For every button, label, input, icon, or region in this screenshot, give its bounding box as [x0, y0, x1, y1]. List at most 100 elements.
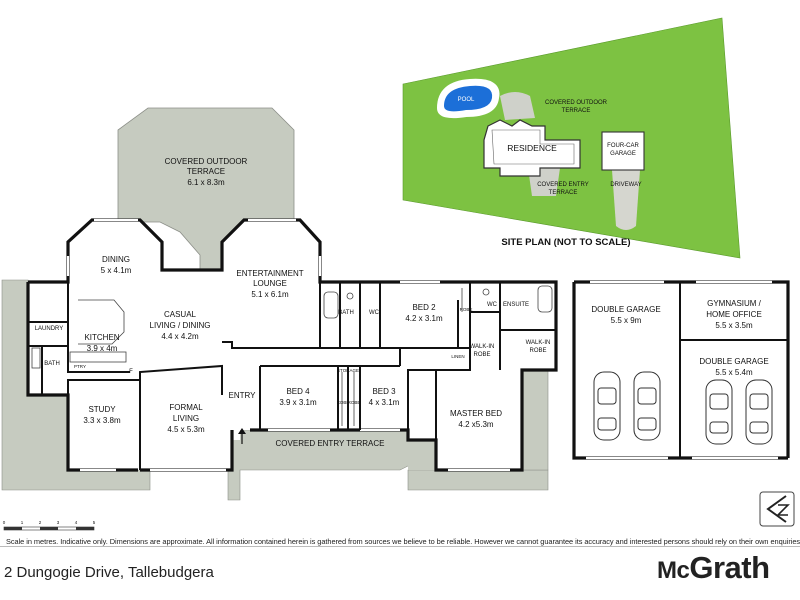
room-bed4-name: BED 4	[286, 387, 310, 396]
site-residence	[483, 119, 581, 177]
scale-tick-2: 2	[39, 520, 42, 525]
wc-fixture-right	[482, 288, 490, 296]
scale-tick-4: 4	[75, 520, 78, 525]
site-driveway	[612, 170, 640, 230]
room-lounge-name-2: LOUNGE	[253, 279, 287, 288]
room-cot-dims: 6.1 x 8.3m	[187, 178, 225, 187]
entry-arrow-icon	[238, 428, 246, 444]
room-bed4-dims: 3.9 x 3.1m	[279, 398, 317, 407]
site-garage-label-2: GARAGE	[610, 151, 636, 157]
room-cot-name-1: COVERED OUTDOOR	[165, 157, 248, 166]
room-gym-name-1: GYMNASIUM /	[707, 299, 762, 308]
wc-fixture-mid	[346, 292, 354, 300]
room-bed2-dims: 4.2 x 3.1m	[405, 314, 443, 323]
room-casual-dims: 4.4 x 4.2m	[161, 332, 199, 341]
room-lounge-dims: 5.1 x 6.1m	[251, 290, 289, 299]
room-walkin-1-name-1: WALK-IN	[470, 344, 495, 350]
room-bath-mid-name: BATH	[338, 310, 354, 316]
room-garage2-dims: 5.5 x 5.4m	[715, 368, 753, 377]
site-garage	[601, 131, 645, 171]
bath-tub-ensuite	[537, 285, 553, 313]
room-wc-mid-name: WC	[369, 310, 380, 316]
car-icon	[633, 371, 661, 441]
room-garage1-dims: 5.5 x 9m	[611, 316, 642, 325]
room-walkin-1-name-2: ROBE	[473, 352, 490, 358]
room-casual-name-2: LIVING / DINING	[150, 321, 211, 330]
scale-tick-5: 5	[93, 520, 96, 525]
bath-tub-left	[31, 347, 41, 369]
room-entry-name: ENTRY	[229, 391, 257, 400]
site-cot-label-1: COVERED OUTDOOR	[545, 100, 608, 106]
site-residence-label: RESIDENCE	[507, 143, 557, 153]
room-bed3-name: BED 3	[372, 387, 396, 396]
room-ptry-name: PTRY	[74, 364, 86, 369]
scale-tick-3: 3	[57, 520, 60, 525]
room-study-name: STUDY	[88, 405, 116, 414]
interior-walls	[28, 282, 556, 470]
footer-divider	[0, 546, 800, 547]
site-lawn	[402, 17, 741, 259]
agency-logo: McGrath	[657, 550, 770, 586]
car-icon	[705, 379, 733, 445]
room-linen-name: LINEN	[451, 354, 464, 359]
bath-tub-mid	[323, 291, 339, 319]
room-bath-left-name: BATH	[44, 361, 60, 367]
property-address: 2 Dungogie Drive, Tallebudgera	[4, 564, 214, 581]
room-robe-bed4-name: ROBE	[337, 400, 350, 405]
windows	[66, 218, 510, 472]
scale-tick-0: 0	[3, 520, 6, 525]
room-formal-name-1: FORMAL	[169, 403, 203, 412]
room-f-name: F	[129, 369, 133, 375]
brand-mc: Mc	[657, 557, 690, 584]
room-walkin-2-name-2: ROBE	[529, 348, 546, 354]
room-dining-dims: 5 x 4.1m	[101, 266, 132, 275]
rear-right-terrace-area	[407, 469, 549, 491]
scale-tick-1: 1	[21, 520, 24, 525]
master-side-terrace	[408, 440, 436, 470]
site-path	[500, 92, 535, 120]
room-gym-dims: 5.5 x 3.5m	[715, 321, 753, 330]
room-master-name: MASTER BED	[450, 409, 502, 418]
scale-bar: 0 1 2 3 4 5	[3, 520, 96, 531]
brand-grath: Grath	[689, 550, 770, 585]
room-garage2-name: DOUBLE GARAGE	[699, 357, 768, 366]
site-garage-label-1: FOUR-CAR	[607, 143, 639, 149]
room-labels: COVERED OUTDOOR TERRACE 6.1 x 8.3m DININ…	[35, 157, 551, 448]
car-icon	[745, 379, 773, 445]
house-plan: COVERED OUTDOOR TERRACE 6.1 x 8.3m DININ…	[1, 107, 558, 501]
right-side-terrace-area	[521, 369, 549, 471]
room-formal-dims: 4.5 x 5.3m	[167, 425, 205, 434]
room-formal-name-2: LIVING	[173, 414, 199, 423]
site-pool-label: POOL	[458, 97, 475, 103]
room-garage1-name: DOUBLE GARAGE	[591, 305, 660, 314]
room-study-dims: 3.3 x 3.8m	[83, 416, 121, 425]
room-lounge-name-1: ENTERTAINMENT	[236, 269, 303, 278]
room-master-dims: 4.2 x5.3m	[458, 420, 493, 429]
kitchen-island	[78, 299, 125, 345]
room-gym-name-2: HOME OFFICE	[706, 310, 762, 319]
north-compass-icon	[759, 491, 795, 527]
room-ensuite-name: ENSUITE	[503, 302, 529, 308]
site-pool-water	[444, 85, 493, 112]
site-cet-label-2: TERRACE	[549, 190, 578, 196]
room-laundry-name: LAUNDRY	[35, 326, 64, 332]
site-driveway-label: DRIVEWAY	[610, 182, 641, 188]
site-residence-inner	[491, 129, 575, 165]
room-walkin-2-name-1: WALK-IN	[526, 340, 551, 346]
disclaimer-text: Scale in metres. Indicative only. Dimens…	[6, 537, 800, 546]
kitchen-bench	[69, 351, 127, 363]
site-plan: POOL RESIDENCE FOUR-CAR GARAGE COVERED O…	[402, 17, 741, 259]
room-dining-name: DINING	[102, 255, 130, 264]
site-plan-title: SITE PLAN (NOT TO SCALE)	[501, 237, 630, 248]
garage-block: DOUBLE GARAGE 5.5 x 9m GYMNASIUM / HOME …	[572, 280, 790, 460]
room-robe-bed3-name: ROBE	[348, 400, 361, 405]
site-cet-label-1: COVERED ENTRY	[537, 182, 589, 188]
room-casual-name-1: CASUAL	[164, 310, 197, 319]
room-storage-name: STORAGE	[337, 368, 359, 373]
car-icon	[593, 371, 621, 441]
room-entry-terrace-name: COVERED ENTRY TERRACE	[276, 439, 385, 448]
room-kitchen-dims: 3.9 x 4m	[87, 344, 118, 353]
room-cot-name-2: TERRACE	[187, 167, 225, 176]
room-wc-right-name: WC	[487, 302, 498, 308]
